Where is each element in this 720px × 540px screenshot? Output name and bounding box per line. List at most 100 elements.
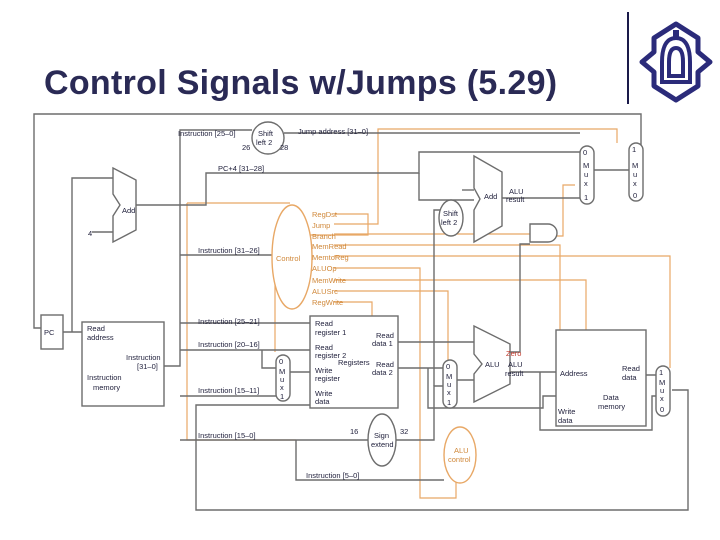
- alu-res2: result: [505, 369, 524, 378]
- instr-15-11-label: Instruction [15–11]: [198, 386, 259, 395]
- control-wires: [186, 128, 671, 499]
- dmem-rd2: data: [622, 373, 637, 382]
- instr-25-21-label: Instruction [25–21]: [198, 317, 260, 326]
- branch-and-gate: [529, 223, 558, 243]
- sig-aluop: ALUOp: [312, 264, 337, 273]
- pc-adder-label: Add: [122, 206, 135, 215]
- dmem-addr: Address: [560, 369, 588, 378]
- instr-20-16-label: Instruction [20–16]: [198, 340, 260, 349]
- dmem-wd2: data: [558, 416, 573, 425]
- mux4-x: x: [447, 388, 451, 397]
- instr-25-0-label: Instruction [25–0]: [178, 129, 236, 138]
- branch-adder-res1: ALU: [509, 187, 524, 196]
- main-alu: [473, 324, 511, 404]
- pc-register: [40, 314, 64, 350]
- imem-name-2: memory: [93, 383, 120, 392]
- shift-left-2-jump: [251, 121, 285, 155]
- sig-memread: MemRead: [312, 242, 347, 251]
- mux1-zero: 0: [279, 357, 283, 366]
- sign-ext-l2: extend: [371, 440, 394, 449]
- alusrc-mux: [442, 359, 458, 409]
- control-label: Control: [276, 254, 301, 263]
- pc-label: PC: [44, 328, 55, 337]
- sig-branch: Branch: [312, 232, 336, 241]
- regs-r2b: register 2: [315, 351, 346, 360]
- sig-memwrite: MemWrite: [312, 276, 346, 285]
- title-divider: [627, 12, 629, 104]
- imem-instruction-label: Instruction: [126, 353, 161, 362]
- shift-left-2-branch: [438, 199, 464, 237]
- sig-regdst: RegDst: [312, 210, 338, 219]
- regs-r2a: Read: [315, 343, 333, 352]
- register-file: [309, 315, 399, 409]
- alu-name: ALU: [485, 360, 500, 369]
- sig-memtoreg: MemtoReg: [312, 253, 349, 262]
- mux3-m: M: [632, 161, 638, 170]
- jump-address-label: Jump address [31–0]: [298, 127, 368, 136]
- alu-control-l2: control: [448, 455, 471, 464]
- imem-read-label: Read: [87, 324, 105, 333]
- mux2-u: u: [584, 170, 588, 179]
- control-unit: [271, 204, 313, 310]
- sign-ext-out: 32: [400, 427, 408, 436]
- regs-wd1: Write: [315, 389, 332, 398]
- mux3-u: u: [633, 170, 637, 179]
- dmem-rd1: Read: [622, 364, 640, 373]
- mux5-u: u: [660, 386, 664, 395]
- mux4-zero: 0: [446, 362, 450, 371]
- pc-adder: [112, 166, 137, 244]
- mux4-one: 1: [447, 398, 451, 407]
- mux3-x: x: [633, 179, 637, 188]
- mux2-zero: 0: [583, 148, 587, 157]
- shift-top-l1: Shift: [258, 129, 274, 138]
- regs-rd1a: Read: [376, 331, 394, 340]
- imem-range-label: [31–0]: [137, 362, 158, 371]
- mux2-one: 1: [584, 193, 588, 202]
- sign-ext-l1: Sign: [374, 431, 389, 440]
- alu-control-unit: [443, 426, 477, 484]
- regs-rd1b: data 1: [372, 339, 393, 348]
- regs-wa: Write: [315, 366, 332, 375]
- mux5-zero: 0: [660, 405, 664, 414]
- mux5-one: 1: [659, 368, 663, 377]
- mux1-x: x: [280, 383, 284, 392]
- instr-31-26-label: Instruction [31–26]: [198, 246, 260, 255]
- mux2-x: x: [584, 179, 588, 188]
- dmem-n1: Data: [603, 393, 620, 402]
- constant-4: 4: [88, 229, 92, 238]
- regs-wd2: data: [315, 397, 330, 406]
- mux2-m: M: [583, 161, 589, 170]
- branch-adder-name: Add: [484, 192, 497, 201]
- regs-name: Registers: [338, 358, 370, 367]
- sig-regwrite: RegWrite: [312, 298, 343, 307]
- branch-adder: [473, 154, 503, 244]
- dmem-n2: memory: [598, 402, 625, 411]
- sig-jump: Jump: [312, 221, 330, 230]
- dmem-wd1: Write: [558, 407, 575, 416]
- mux4-m: M: [446, 372, 452, 381]
- sign-ext-in: 16: [350, 427, 358, 436]
- regs-wb: register: [315, 374, 341, 383]
- shift-top-l2: left 2: [256, 138, 272, 147]
- mux3-zero: 0: [633, 191, 637, 200]
- regs-rd2b: data 2: [372, 368, 393, 377]
- shift-top-in: 26: [242, 143, 250, 152]
- shift-mid-l2: left 2: [441, 218, 457, 227]
- branch-adder-res2: result: [506, 195, 525, 204]
- mux1-u: u: [280, 375, 284, 384]
- regs-rd2a: Read: [376, 360, 394, 369]
- mux3-one: 1: [632, 145, 636, 154]
- mux4-u: u: [447, 380, 451, 389]
- regs-r1a: Read: [315, 319, 333, 328]
- sig-alusrc: ALUSrc: [312, 287, 338, 296]
- imem-address-label: address: [87, 333, 114, 342]
- mux5-x: x: [660, 394, 664, 403]
- alu-zero: Zero: [506, 349, 521, 358]
- memtoreg-mux: [655, 365, 671, 417]
- datapath-wires: [33, 113, 689, 511]
- shift-top-out: 28: [280, 143, 288, 152]
- alu-res1: ALU: [508, 360, 523, 369]
- mux1-m: M: [279, 367, 285, 376]
- data-memory: [555, 329, 647, 427]
